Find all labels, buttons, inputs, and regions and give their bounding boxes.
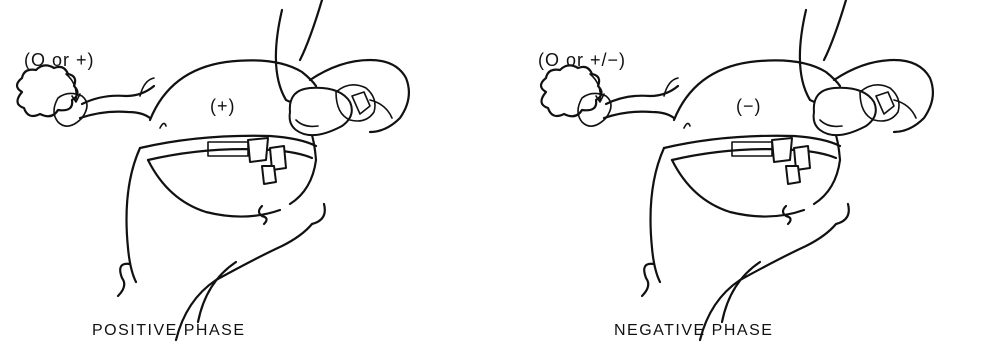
middle-ear-pressure-label: (O or +/−) xyxy=(538,50,626,71)
positive-phase-caption: POSITIVE PHASE xyxy=(92,322,245,340)
hand xyxy=(824,0,846,60)
negative-phase-caption: NEGATIVE PHASE xyxy=(614,322,773,340)
finger xyxy=(814,88,876,135)
middle-ear-pressure-label: (O or +) xyxy=(24,50,95,71)
negative-phase-panel: (O or +/−) (−) NEGATIVE PHASE xyxy=(494,0,988,354)
throat xyxy=(651,148,665,282)
nasopharynx-pressure-label: (−) xyxy=(736,96,762,117)
nasopharynx-pressure-label: (+) xyxy=(210,96,236,117)
hand xyxy=(300,0,322,60)
finger xyxy=(290,88,352,135)
positive-phase-panel: (O or +) (+) POSITIVE PHASE xyxy=(0,0,494,354)
middle-ear-shape xyxy=(17,65,78,116)
middle-ear-shape xyxy=(541,65,602,116)
throat xyxy=(127,148,141,282)
